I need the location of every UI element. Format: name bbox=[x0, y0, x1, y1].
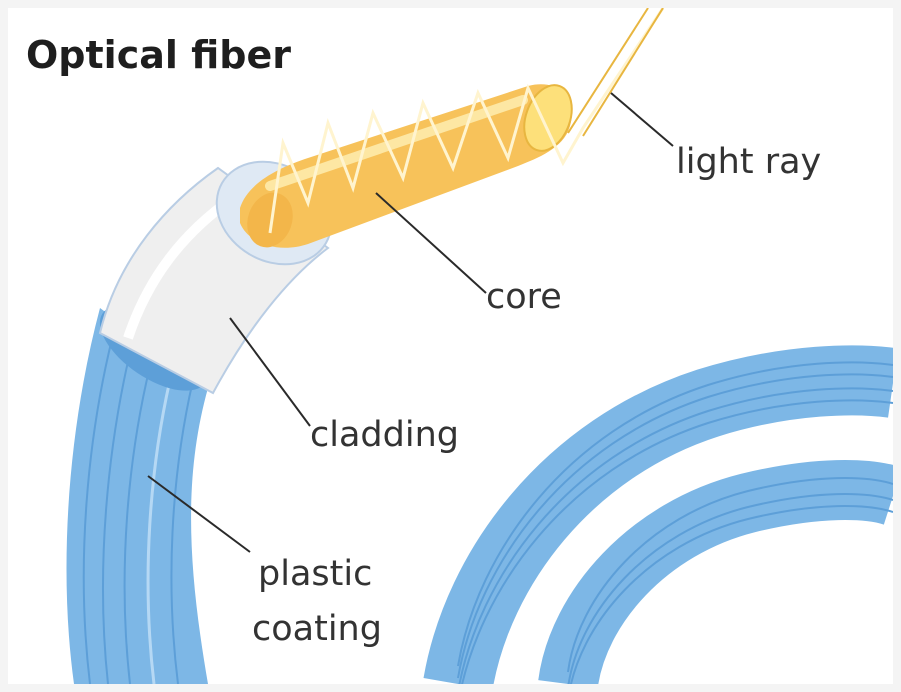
diagram-frame: Optical fiber bbox=[8, 8, 893, 684]
leader-light-ray bbox=[611, 93, 673, 146]
leader-core bbox=[376, 193, 486, 293]
label-core: core bbox=[486, 277, 562, 317]
label-light-ray: light ray bbox=[676, 142, 821, 182]
leader-cladding bbox=[230, 318, 310, 426]
core bbox=[240, 79, 581, 254]
diagram-title: Optical fiber bbox=[26, 33, 291, 77]
label-cladding: cladding bbox=[310, 415, 459, 455]
optical-fiber-diagram: Optical fiber bbox=[8, 8, 893, 684]
label-plastic-line1: plastic bbox=[258, 554, 372, 594]
coiled-fiber-loop bbox=[458, 362, 893, 684]
label-plastic-line2: coating bbox=[252, 609, 382, 649]
